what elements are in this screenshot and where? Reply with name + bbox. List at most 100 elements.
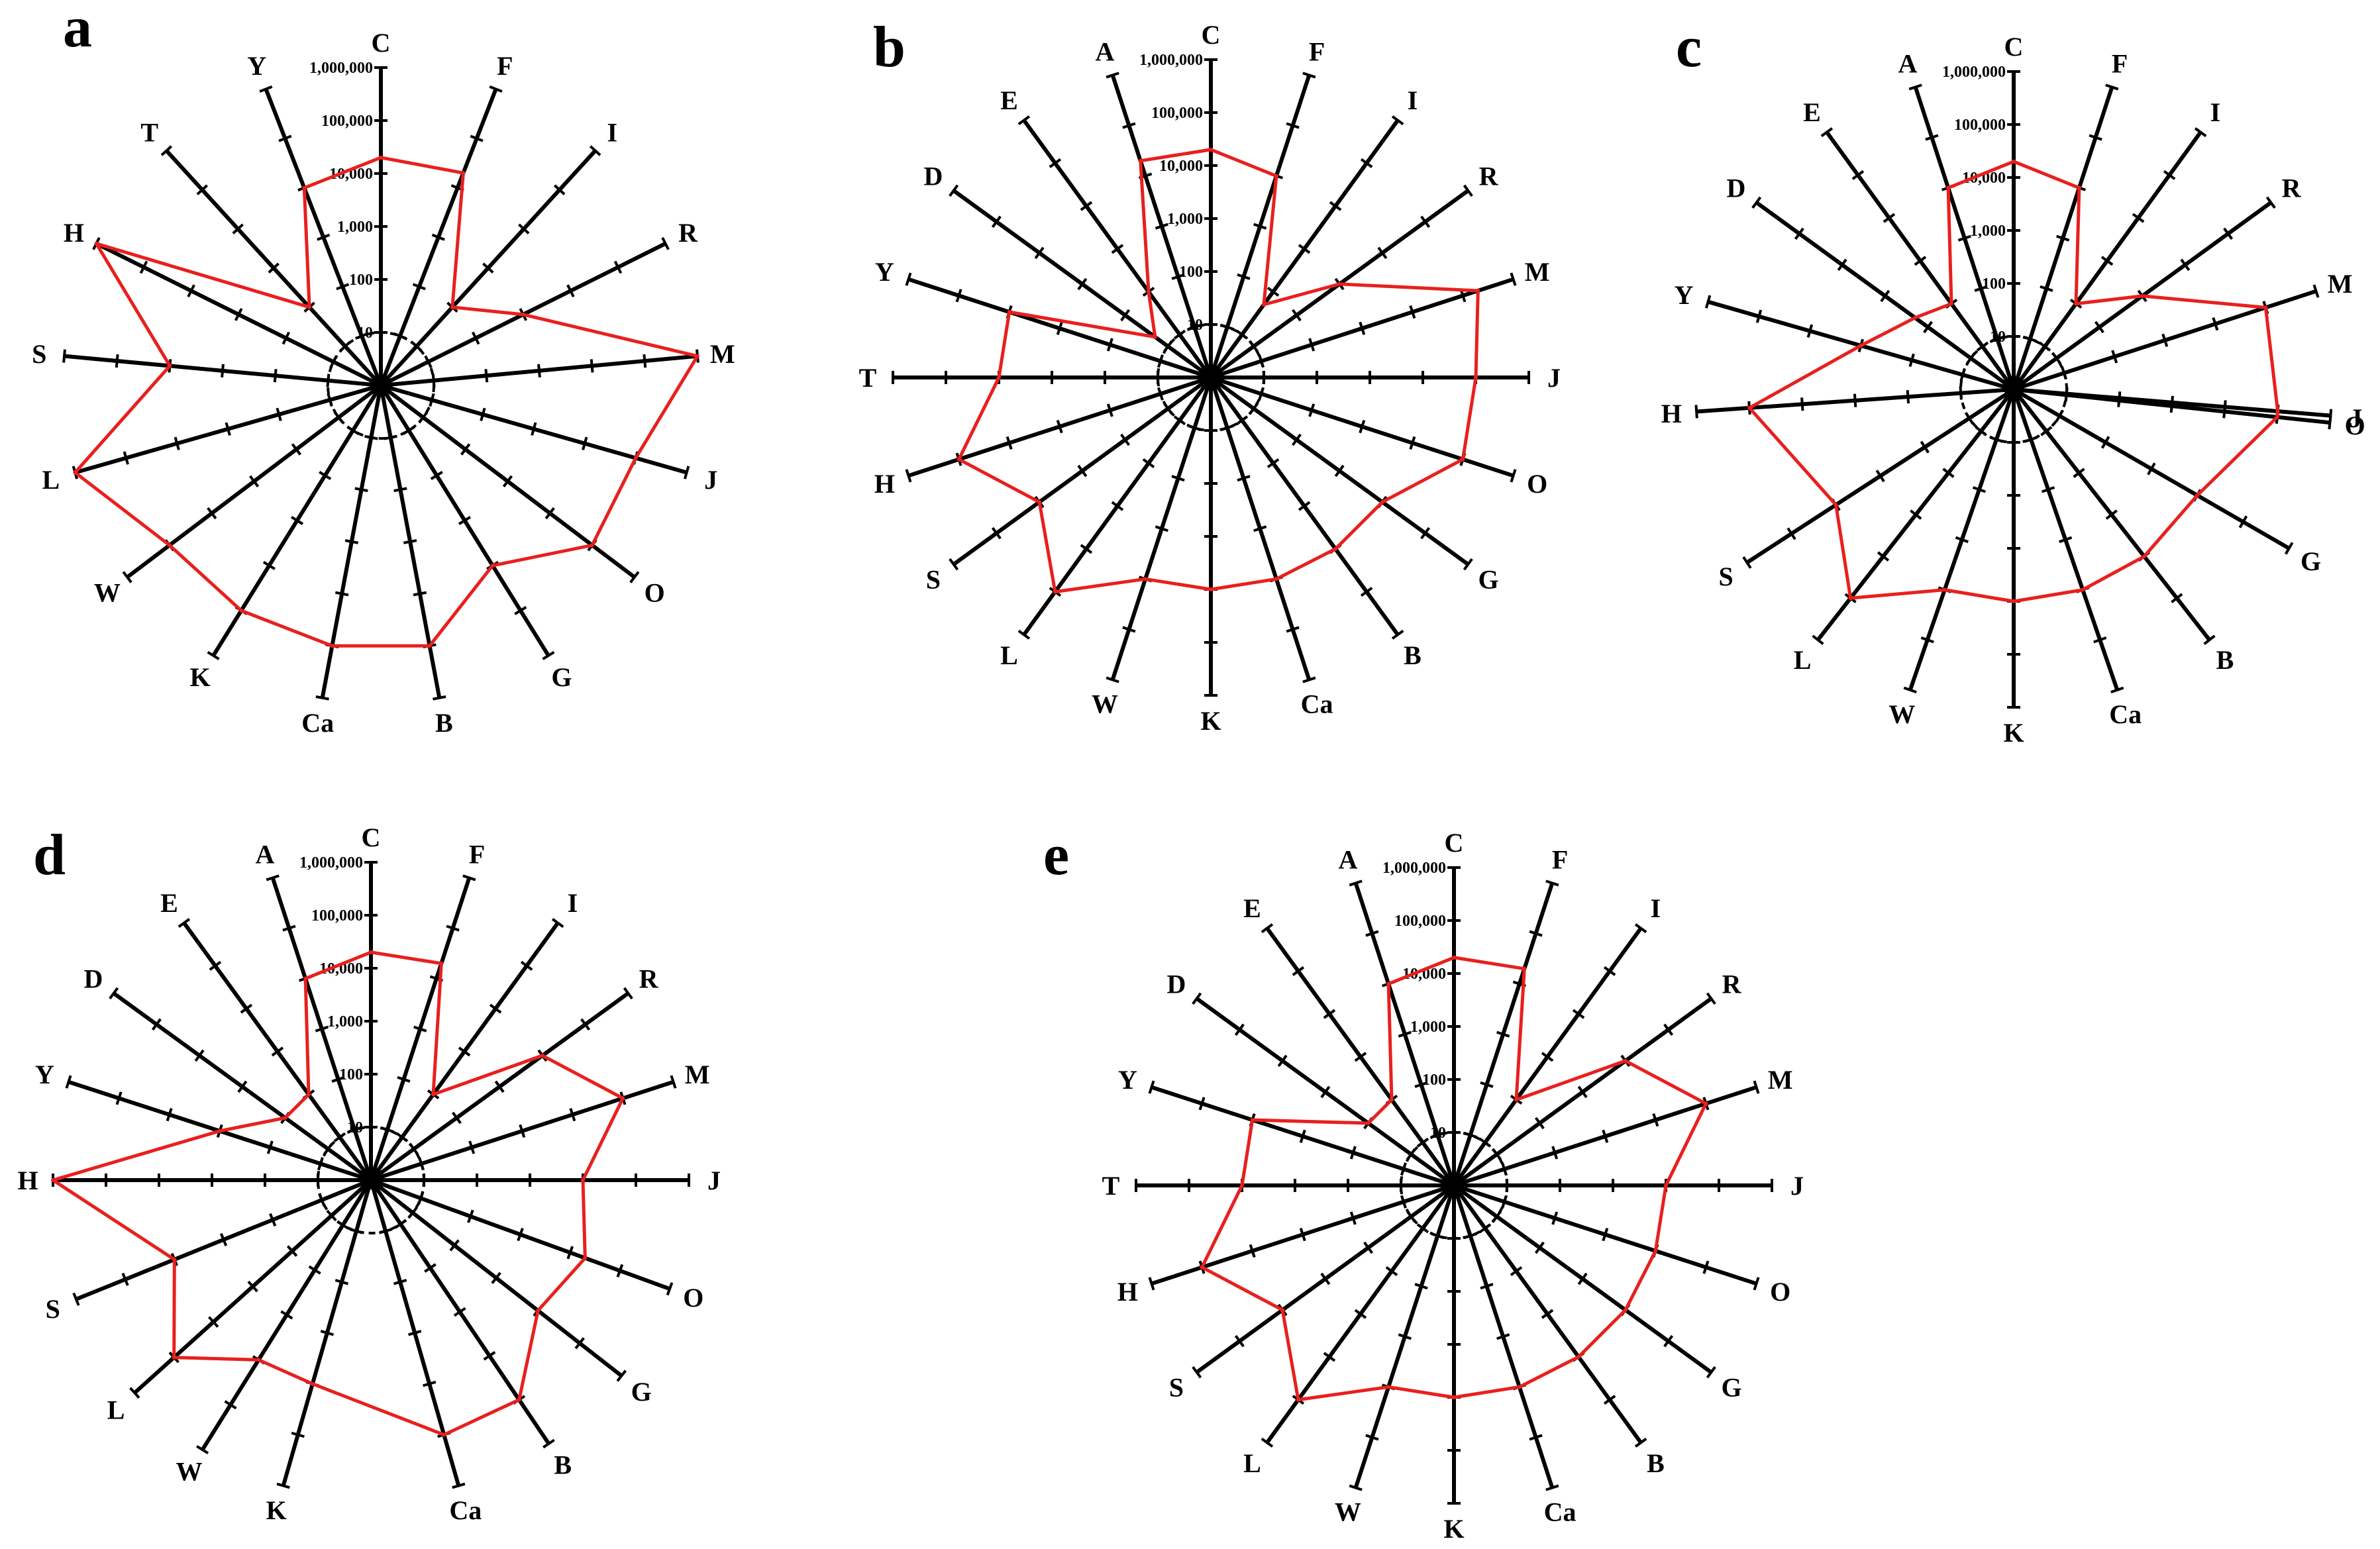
data-point-F [2077,185,2081,190]
tick-label: 10,000 [1159,158,1203,175]
tick-mark [1706,1366,1716,1379]
tick-mark [1111,244,1124,254]
tick-mark [320,1330,335,1336]
axis-label-K: K [2003,718,2024,748]
data-point-F [1522,966,1527,971]
tick-mark [1753,1277,1760,1291]
data-point-W [167,543,172,548]
tick-mark [1120,433,1131,446]
tick-mark [1049,158,1062,168]
data-point-B [1577,1354,1581,1359]
data-point-I [2074,301,2079,306]
tick-label: 1,000 [327,1013,363,1030]
data-point-L [1848,596,1853,601]
tick-mark [1391,115,1404,126]
tick-mark [160,145,173,156]
tick-label: 1,000 [1167,211,1203,228]
tick-mark [1914,256,1927,266]
tick-mark [1634,923,1647,934]
tick-mark [1510,1266,1523,1276]
tick-mark [1634,1437,1647,1448]
tick-mark [1334,464,1345,477]
tick-mark [537,364,541,377]
data-point-O [1461,457,1465,462]
axis-label-L: L [1794,645,1812,675]
panel-letter-c: c [1676,15,1702,79]
data-point-L [1053,589,1057,594]
tick-mark [1920,440,1930,454]
tick-mark [225,422,231,436]
tick-mark [413,591,427,597]
tick-label: 100,000 [1954,117,2006,134]
data-point-Ca [1274,577,1278,581]
axis-label-M: M [1525,257,1550,287]
tick-mark [1398,1030,1412,1038]
tick-mark [623,987,633,1000]
tick-mark [62,349,66,363]
tick-mark [502,475,513,487]
axis-label-E: E [160,888,178,918]
data-point-A [1946,185,1951,190]
tick-mark [237,1080,248,1093]
tick-mark [1234,1023,1245,1036]
axis-label-J: J [707,1166,721,1195]
tick-mark [1908,83,1922,91]
tick-mark [1142,458,1155,468]
tick-mark [905,469,912,483]
tick-mark [1360,587,1373,597]
tick-mark [282,331,291,345]
tick-mark [1755,309,1763,323]
hub [2004,380,2023,399]
axis-label-Ca: Ca [1301,689,1333,719]
panel-letter-b: b [873,15,905,79]
tick-mark [480,407,486,421]
hub [362,1171,380,1189]
tick-mark [1363,1241,1374,1254]
data-point-H [51,1178,55,1182]
tick-mark [1349,1484,1363,1491]
tick-mark [430,471,443,480]
tick-label: 100 [1422,1072,1446,1089]
tick-mark [544,507,555,520]
axis-label-Y: Y [875,257,894,287]
tick-mark [1702,1260,1710,1274]
tick-mark [2171,593,2183,603]
data-point-C [2012,159,2016,164]
tick-mark [1534,1241,1545,1254]
tick-mark [1577,1272,1588,1285]
tick-mark [413,1025,427,1032]
tick-mark [616,1264,624,1277]
data-point-K [310,1381,315,1386]
tick-mark [569,1107,576,1122]
tick-mark [1106,338,1113,352]
tick-mark [1529,1434,1543,1441]
tick-mark [1572,1009,1585,1019]
axis-label-L: L [1000,640,1018,670]
tick-mark [123,451,129,465]
tick-mark [2100,436,2110,449]
tick-mark [1106,72,1119,79]
tick-mark [1329,201,1342,211]
tick-mark [531,422,537,436]
tick-mark [1652,1113,1659,1127]
tick-mark [268,262,280,274]
tick-mark [1480,1081,1494,1088]
tick-mark [1706,992,1716,1005]
tick-mark [266,1140,274,1154]
tick-mark [1267,458,1280,468]
tick-mark [247,1280,258,1293]
tick-mark [1261,1437,1274,1448]
axis-label-L: L [42,465,60,495]
tick-mark [1120,309,1131,322]
tick-mark [1080,201,1093,211]
tick-mark [271,1046,284,1057]
data-point-K [2012,599,2016,603]
data-point-B [2142,554,2147,559]
axis-label-Ca: Ca [301,708,334,738]
tick-mark [1463,558,1473,571]
tick-mark [72,1292,80,1306]
axis-label-J: J [1790,1171,1804,1201]
tick-mark [219,1232,228,1246]
